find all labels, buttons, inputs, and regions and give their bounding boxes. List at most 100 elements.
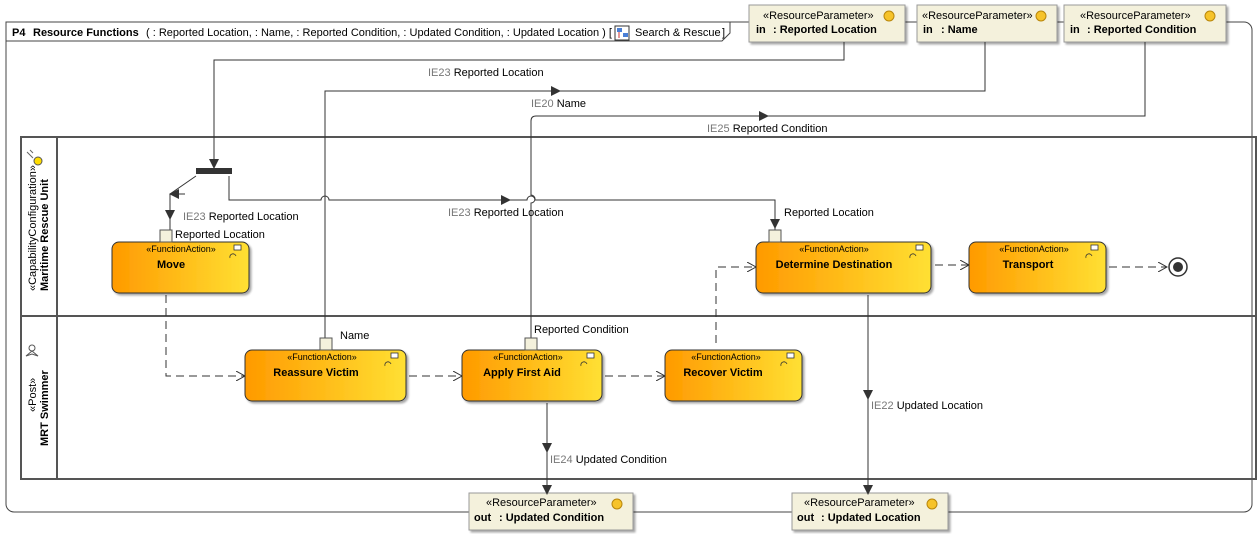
param-direction: in xyxy=(923,24,933,36)
lane-name: MRT Swimmer xyxy=(39,369,51,446)
pins xyxy=(159,229,782,351)
flow-name: Reported Location xyxy=(474,207,564,219)
flow-label-ie24: IE24 Updated Condition xyxy=(550,454,667,466)
flow-label-ie20: IE20 Name xyxy=(531,98,586,110)
swimlanes xyxy=(20,136,1257,480)
flow-id: IE22 xyxy=(871,400,894,412)
flow-label-ie22: IE22 Updated Location xyxy=(871,400,983,412)
param-stereotype: «ResourceParameter» xyxy=(922,10,1033,22)
flow-label-ie23-move: IE23 Reported Location xyxy=(183,211,299,223)
frame-params: ( : Reported Location, : Name, : Reporte… xyxy=(146,27,612,39)
param-name: : Reported Condition xyxy=(1087,24,1197,36)
flow-name: Updated Location xyxy=(897,400,983,412)
flow-name: Reported Condition xyxy=(733,123,828,135)
fork-bar[interactable] xyxy=(196,168,232,174)
pin-reassure[interactable] xyxy=(319,337,333,351)
cflow-recover-determine[interactable] xyxy=(715,267,756,343)
frame-owner[interactable]: Search & Rescue xyxy=(635,27,721,39)
action-stereotype: «FunctionAction» xyxy=(493,352,563,362)
action-apply-first-aid[interactable]: «FunctionAction» Apply First Aid xyxy=(461,349,603,402)
param-stereotype: «ResourceParameter» xyxy=(486,497,597,509)
action-stereotype: «FunctionAction» xyxy=(999,244,1069,254)
frame-kind: P4 xyxy=(12,27,26,39)
frame-close: ] xyxy=(722,27,725,39)
flow-id: IE24 xyxy=(550,454,573,466)
flow-ie23-top[interactable] xyxy=(209,42,845,169)
param-in-reported-location[interactable]: «ResourceParameter» in : Reported Locati… xyxy=(748,4,906,43)
param-in-reported-condition[interactable]: «ResourceParameter» in : Reported Condit… xyxy=(1063,4,1227,43)
pin-label-firstaid: Reported Condition xyxy=(534,324,629,336)
lane-name: Maritime Rescue Unit xyxy=(39,179,51,291)
flow-ie23-mid[interactable] xyxy=(228,176,776,230)
param-direction: out xyxy=(474,512,491,524)
activity-final-node[interactable] xyxy=(1168,257,1188,277)
flow-id: IE20 xyxy=(531,98,554,110)
control-flows xyxy=(165,265,1167,376)
diagram-icon xyxy=(614,25,630,41)
rake-icon xyxy=(229,244,242,259)
action-name: Reassure Victim xyxy=(273,367,359,379)
flow-label-ie23-top: IE23 Reported Location xyxy=(428,67,544,79)
flow-ie20[interactable] xyxy=(324,42,986,338)
capability-icon xyxy=(26,149,43,166)
param-stereotype: «ResourceParameter» xyxy=(804,497,915,509)
action-name: Apply First Aid xyxy=(483,367,561,379)
pin-label-reassure: Name xyxy=(340,330,369,342)
action-stereotype: «FunctionAction» xyxy=(799,244,869,254)
param-out-updated-condition[interactable]: «ResourceParameter» out : Updated Condit… xyxy=(468,492,634,531)
action-transport[interactable]: «FunctionAction» Transport xyxy=(968,241,1107,294)
action-determine-destination[interactable]: «FunctionAction» Determine Destination xyxy=(755,241,932,294)
pin-move[interactable] xyxy=(159,229,173,243)
flow-label-ie25: IE25 Reported Condition xyxy=(707,123,828,135)
action-name: Determine Destination xyxy=(776,259,893,271)
rake-icon xyxy=(384,352,399,367)
param-stereotype: «ResourceParameter» xyxy=(763,10,874,22)
action-name: Transport xyxy=(1003,259,1054,271)
param-name: : Name xyxy=(941,24,978,36)
lane-mrt-swimmer[interactable]: «Post» MRT Swimmer xyxy=(25,344,51,446)
param-direction: in xyxy=(756,24,766,36)
cflow-move-reassure[interactable] xyxy=(165,295,245,376)
flow-name: Reported Location xyxy=(209,211,299,223)
rake-icon xyxy=(909,244,924,259)
pin-determine[interactable] xyxy=(768,229,782,243)
flow-label-ie23-mid: IE23 Reported Location xyxy=(448,207,564,219)
frame-title: Resource Functions xyxy=(33,27,139,39)
lane-stereotype: «CapabilityConfiguration» xyxy=(27,165,39,291)
param-direction: in xyxy=(1070,24,1080,36)
param-direction: out xyxy=(797,512,814,524)
action-move[interactable]: «FunctionAction» Move xyxy=(111,241,250,294)
pin-firstaid[interactable] xyxy=(524,337,538,351)
lane-maritime-rescue-unit[interactable]: «CapabilityConfiguration» Maritime Rescu… xyxy=(26,149,51,291)
rake-icon xyxy=(1085,244,1099,259)
flow-id: IE25 xyxy=(707,123,730,135)
frame-title-tab: P4 Resource Functions ( : Reported Locat… xyxy=(5,21,731,42)
param-out-updated-location[interactable]: «ResourceParameter» out : Updated Locati… xyxy=(791,492,949,531)
flow-id: IE23 xyxy=(448,207,471,219)
flow-name: Updated Condition xyxy=(576,454,667,466)
param-name: : Reported Location xyxy=(773,24,877,36)
post-icon xyxy=(25,344,39,357)
action-stereotype: «FunctionAction» xyxy=(691,352,761,362)
flow-name: Reported Location xyxy=(454,67,544,79)
flow-id: IE23 xyxy=(428,67,451,79)
action-name: Move xyxy=(157,259,185,271)
param-in-name[interactable]: «ResourceParameter» in : Name xyxy=(916,4,1058,43)
action-name: Recover Victim xyxy=(683,367,763,379)
param-name: : Updated Condition xyxy=(499,512,604,524)
pin-label-move: Reported Location xyxy=(175,229,265,241)
rake-icon xyxy=(580,352,595,367)
action-reassure-victim[interactable]: «FunctionAction» Reassure Victim xyxy=(244,349,407,402)
flow-name: Name xyxy=(557,98,586,110)
param-name: : Updated Location xyxy=(821,512,921,524)
rake-icon xyxy=(780,352,795,367)
action-stereotype: «FunctionAction» xyxy=(287,352,357,362)
action-recover-victim[interactable]: «FunctionAction» Recover Victim xyxy=(664,349,803,402)
flow-id: IE23 xyxy=(183,211,206,223)
flow-ie25[interactable] xyxy=(530,42,1146,338)
object-flows xyxy=(165,42,1146,495)
pin-label-determine: Reported Location xyxy=(784,207,874,219)
lane-stereotype: «Post» xyxy=(27,378,39,412)
param-stereotype: «ResourceParameter» xyxy=(1080,10,1191,22)
